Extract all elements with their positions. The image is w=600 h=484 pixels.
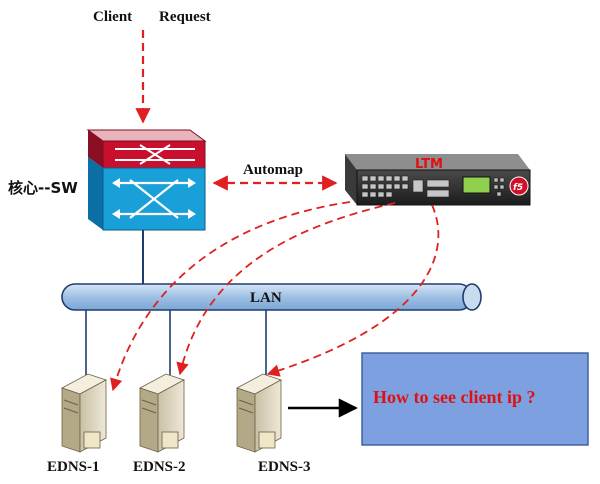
server-edns-1	[60, 373, 108, 453]
ltm-to-edns3-arrow	[266, 204, 440, 377]
ltm-label: LTM	[415, 157, 443, 172]
automap-label: Automap	[243, 162, 303, 178]
client-label: Client	[93, 9, 132, 25]
server-edns-3	[235, 373, 283, 453]
ltm-to-edns2-arrow	[176, 202, 396, 376]
server-label-3: EDNS-3	[258, 459, 311, 475]
f5-logo	[509, 176, 529, 196]
lan-bus	[61, 283, 482, 311]
question-text: How to see client ip ?	[373, 387, 535, 407]
core-switch-label: 核心--SW	[8, 179, 78, 197]
ltm-device: f5	[345, 154, 531, 206]
request-label: Request	[159, 9, 211, 25]
core-switch	[86, 129, 207, 231]
ltm-to-edns1-arrow	[110, 201, 351, 392]
server-label-1: EDNS-1	[47, 459, 100, 475]
svg-text:f5: f5	[513, 183, 523, 193]
lan-label: LAN	[250, 290, 282, 306]
server-edns-2	[138, 373, 186, 453]
server-label-2: EDNS-2	[133, 459, 186, 475]
question-box	[361, 352, 589, 446]
